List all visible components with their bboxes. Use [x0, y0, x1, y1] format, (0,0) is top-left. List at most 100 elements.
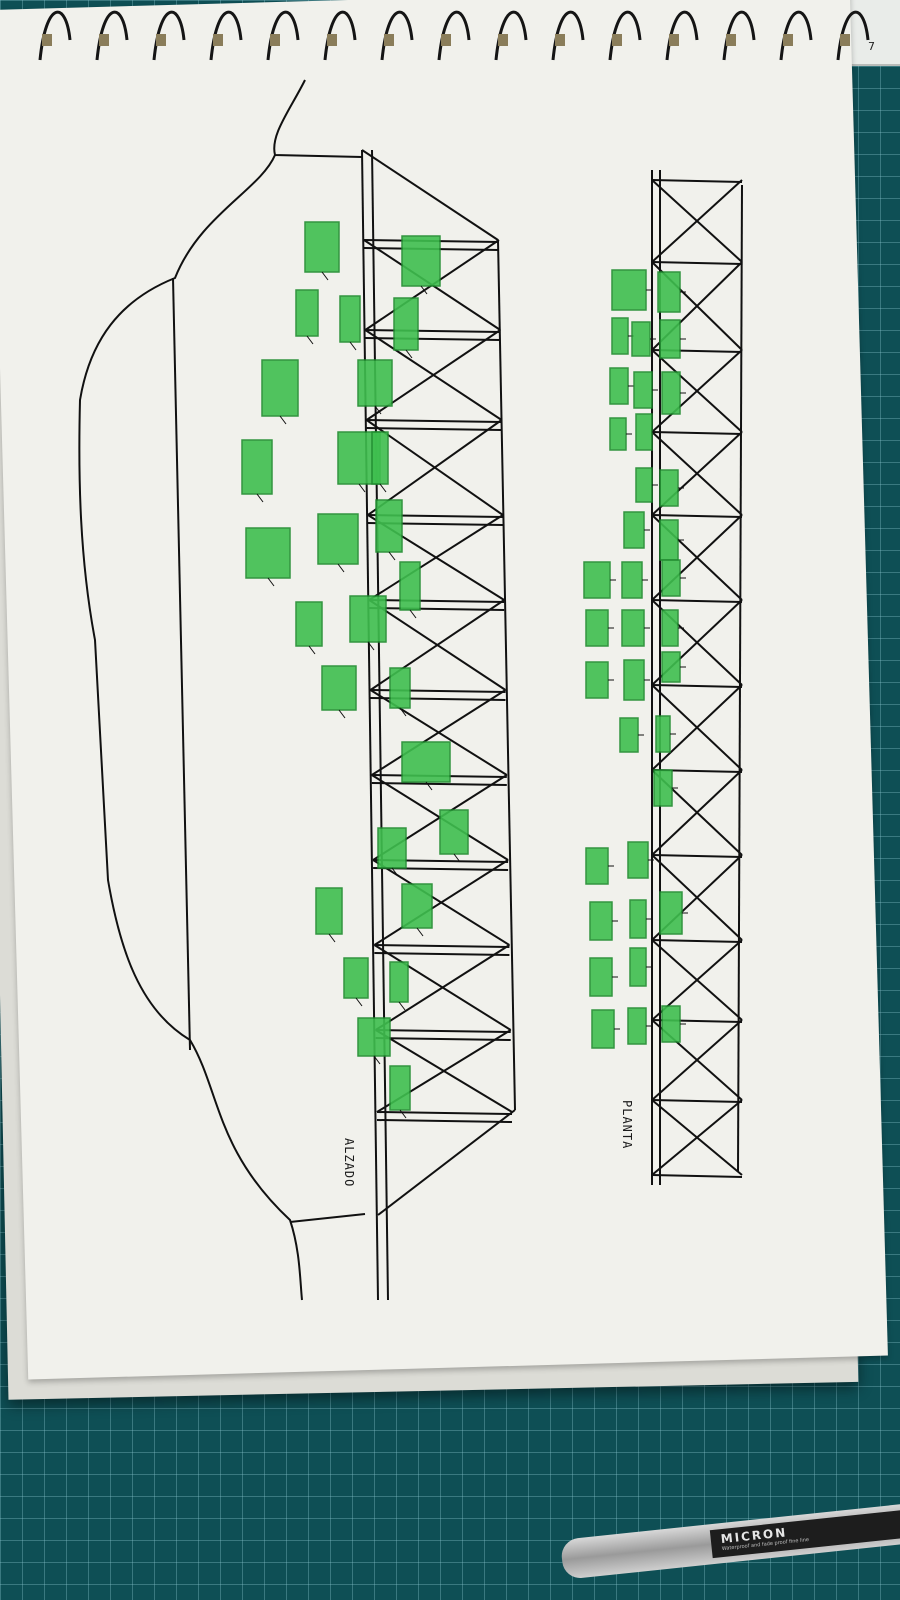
truss-diagonal	[368, 514, 504, 601]
truss-vertical-inner	[376, 1119, 513, 1123]
elevation-truss	[361, 149, 516, 1301]
elevation-green-modules	[241, 221, 469, 1119]
green-module	[659, 319, 681, 359]
module-connector	[306, 335, 314, 345]
plan-crossbeam	[651, 854, 743, 858]
terrain-outline	[78, 79, 366, 1301]
green-module	[401, 883, 433, 929]
green-module	[295, 601, 323, 647]
green-module	[304, 221, 340, 273]
plan-crossbeam	[651, 1174, 743, 1178]
ground-line	[172, 277, 191, 1051]
truss-vertical-inner	[366, 427, 502, 431]
green-module	[657, 271, 681, 313]
green-module	[631, 321, 651, 357]
green-module	[245, 527, 291, 579]
green-module	[241, 439, 273, 495]
module-connector	[409, 609, 417, 619]
module-connector	[373, 1055, 381, 1065]
truss-vertical-inner	[371, 782, 507, 786]
module-connector	[328, 933, 336, 943]
green-module	[591, 1009, 615, 1049]
end-post-top	[361, 149, 499, 241]
end-post-bottom	[377, 1109, 516, 1216]
truss-vertical-inner	[374, 952, 510, 956]
green-module	[295, 289, 319, 337]
binding-hole	[840, 34, 850, 46]
green-module	[343, 957, 369, 999]
green-module	[349, 595, 387, 643]
module-connector	[388, 551, 396, 561]
plan-diagonal	[651, 179, 743, 263]
plan-diagonal	[651, 684, 743, 771]
terrain-top-edge	[273, 79, 363, 158]
module-connector	[338, 709, 346, 719]
module-connector	[416, 927, 424, 937]
truss-vertical	[376, 1111, 513, 1115]
binding-hole	[42, 34, 52, 46]
truss-vertical-inner	[375, 1037, 511, 1041]
truss-diagonal	[367, 419, 503, 516]
truss-vertical-inner	[365, 337, 501, 341]
green-module	[585, 609, 609, 647]
green-module	[389, 1065, 411, 1111]
green-module	[371, 431, 389, 485]
green-module	[621, 609, 645, 647]
green-module	[661, 559, 681, 597]
green-module	[439, 809, 469, 855]
terrain-slope	[78, 154, 303, 1301]
module-connector	[399, 1109, 407, 1119]
module-connector	[279, 415, 287, 425]
elevation-label: ALZADO	[342, 1138, 356, 1188]
green-module	[619, 717, 639, 753]
truss-diagonal	[375, 944, 510, 1031]
green-module	[611, 317, 629, 355]
green-module	[659, 469, 679, 507]
green-module	[339, 295, 361, 343]
green-module	[375, 499, 403, 553]
green-module	[583, 561, 611, 599]
green-module	[661, 1005, 681, 1043]
module-connector	[321, 271, 329, 281]
binding-hole	[441, 34, 451, 46]
module-connector	[308, 645, 316, 655]
green-module	[389, 961, 409, 1003]
binding-hole	[555, 34, 565, 46]
module-connector	[267, 577, 275, 587]
module-connector	[398, 1001, 406, 1011]
module-connector	[420, 285, 428, 295]
green-module	[393, 297, 419, 351]
green-module	[609, 367, 629, 405]
green-module	[611, 269, 647, 311]
plan-green-modules	[583, 269, 688, 1049]
green-module	[661, 371, 681, 415]
module-connector	[391, 867, 399, 877]
green-module	[621, 561, 643, 599]
truss-vertical	[369, 599, 505, 603]
green-module	[623, 511, 645, 549]
truss-vertical	[374, 944, 510, 948]
green-module	[357, 1017, 391, 1057]
binding-hole	[327, 34, 337, 46]
green-module	[315, 887, 343, 935]
plan-crossbeam	[651, 1099, 743, 1103]
binding-hole	[783, 34, 793, 46]
module-connector	[358, 483, 366, 493]
binding-hole	[213, 34, 223, 46]
plan-crossbeam	[651, 179, 743, 183]
binding-hole	[156, 34, 166, 46]
spiral-binding	[38, 10, 870, 61]
green-module	[659, 519, 679, 561]
top-chord-inner	[371, 149, 389, 1301]
plan-diagonal	[651, 769, 743, 856]
green-module	[635, 467, 653, 503]
green-module	[661, 609, 679, 647]
binding-hole	[669, 34, 679, 46]
plan-diagonal	[651, 349, 743, 433]
plan-crossbeam	[651, 514, 743, 518]
green-module	[585, 661, 609, 699]
plan-label: PLANTA	[620, 1100, 634, 1150]
plan-crossbeam	[651, 599, 743, 603]
truss-vertical	[375, 1029, 511, 1033]
